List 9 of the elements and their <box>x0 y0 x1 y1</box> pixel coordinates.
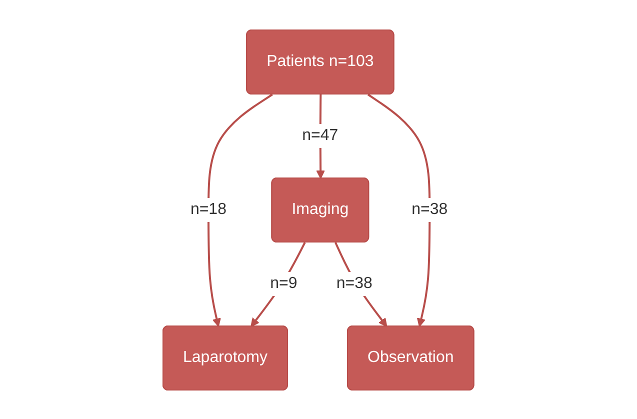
arrow <box>368 93 431 326</box>
edge-label: n=38 <box>336 274 373 292</box>
edge-label: n=9 <box>270 274 298 292</box>
edge-label: n=18 <box>190 200 227 218</box>
arrow <box>334 242 388 326</box>
arrow <box>208 93 274 326</box>
edge-label: n=38 <box>412 200 448 218</box>
arrow <box>250 242 306 326</box>
edge-label: n=47 <box>302 126 338 144</box>
